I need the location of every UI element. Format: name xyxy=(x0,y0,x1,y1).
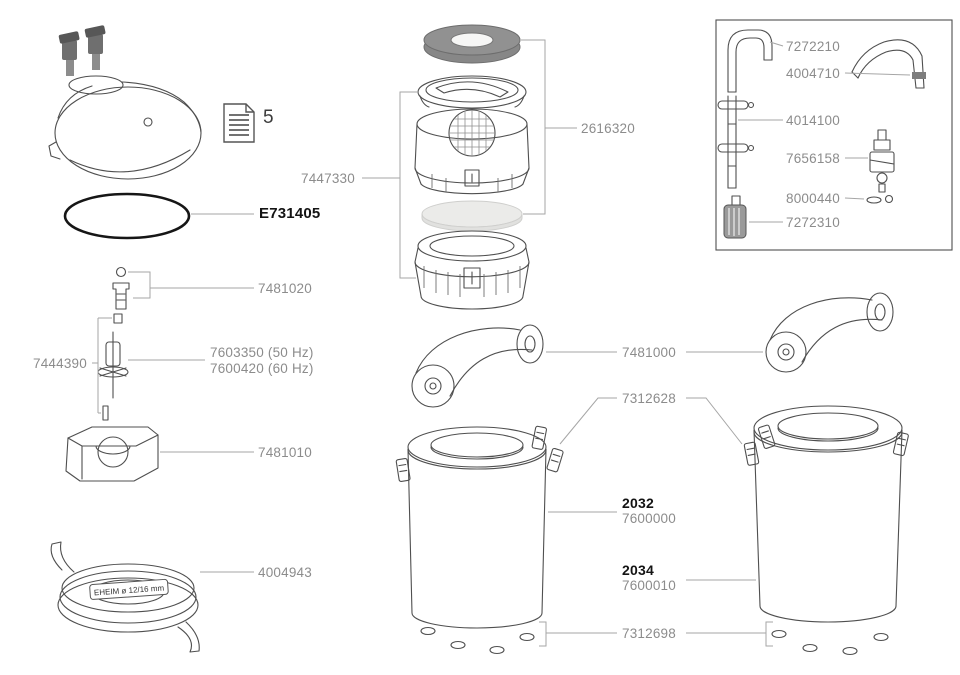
leader-lines xyxy=(92,39,911,647)
handle-left-drawing xyxy=(411,324,544,408)
mesh-grid xyxy=(449,110,495,156)
pump-head-drawing xyxy=(48,25,202,180)
handle-right-drawing xyxy=(765,292,894,373)
label-clips: 7312628 xyxy=(622,391,676,406)
label-pump-cover: 7481010 xyxy=(258,445,312,460)
clip-latch-icon xyxy=(531,425,548,450)
hose-band: EHEIM ø 12/16 mm xyxy=(89,578,169,600)
label-sku-2032: 7600000 xyxy=(622,511,676,526)
rubber-feet-left-drawing xyxy=(420,626,535,655)
document-icon xyxy=(223,103,255,143)
canister-2032-drawing xyxy=(395,425,564,629)
label-sku-2034: 7600010 xyxy=(622,578,676,593)
label-impeller-60hz: 7600420 (60 Hz) xyxy=(210,361,314,376)
clip-latch-icon xyxy=(743,441,760,466)
label-oring: E731405 xyxy=(259,205,321,222)
rubber-feet-right-drawing xyxy=(771,629,889,656)
label-impeller-cap: 7481020 xyxy=(258,281,312,296)
outflow-elbow-drawing xyxy=(851,39,926,89)
accessories-box xyxy=(715,19,953,251)
container-ribs xyxy=(431,174,513,192)
media-container-drawing xyxy=(414,108,530,195)
foam-ring-drawing xyxy=(423,24,521,64)
hose-valve-icon xyxy=(84,25,106,70)
label-shaft-set: 7444390 xyxy=(33,356,87,371)
label-feet: 7312698 xyxy=(622,626,676,641)
clip-latch-icon xyxy=(395,458,411,482)
label-intake-pipe: 7272210 xyxy=(786,39,840,54)
valve-part-drawing xyxy=(869,129,895,193)
clip-latch-icon xyxy=(546,447,564,473)
label-outflow-elbow: 4004710 xyxy=(786,66,840,81)
suction-cup-drawing xyxy=(866,194,894,204)
basket-ribs xyxy=(423,266,521,297)
impeller-cap-drawing xyxy=(112,266,130,310)
clip-latch-icon xyxy=(757,424,776,449)
label-model-2034: 2034 xyxy=(622,562,654,578)
label-lid-group: 7447330 xyxy=(301,171,355,186)
label-valve: 7656158 xyxy=(786,151,840,166)
label-model-2032: 2032 xyxy=(622,495,654,511)
strainer-drawing xyxy=(723,195,747,239)
shaft-parts-drawing xyxy=(102,313,123,421)
clip-latch-icon xyxy=(892,431,909,457)
installation-pipe-drawing xyxy=(717,95,755,189)
impeller-drawing xyxy=(97,331,129,399)
label-media-group: 2616320 xyxy=(581,121,635,136)
canister-2034-drawing xyxy=(743,405,909,623)
hose-valve-icon xyxy=(58,31,80,76)
hose-drawing: EHEIM ø 12/16 mm xyxy=(50,541,200,653)
label-doc-count: 5 xyxy=(263,107,274,128)
label-hose: 4004943 xyxy=(258,565,312,580)
pump-cover-drawing xyxy=(65,426,159,482)
bottom-basket-drawing xyxy=(414,230,530,310)
label-handle: 7481000 xyxy=(622,345,676,360)
label-installation-pipe: 4014100 xyxy=(786,113,840,128)
label-suction-cup: 8000440 xyxy=(786,191,840,206)
filter-pad-drawing xyxy=(421,200,523,232)
label-strainer: 7272310 xyxy=(786,215,840,230)
intake-pipe-drawing xyxy=(727,29,773,93)
lid-drawing xyxy=(417,75,527,109)
label-impeller-50hz: 7603350 (50 Hz) xyxy=(210,345,314,360)
o-ring-drawing xyxy=(63,192,191,240)
